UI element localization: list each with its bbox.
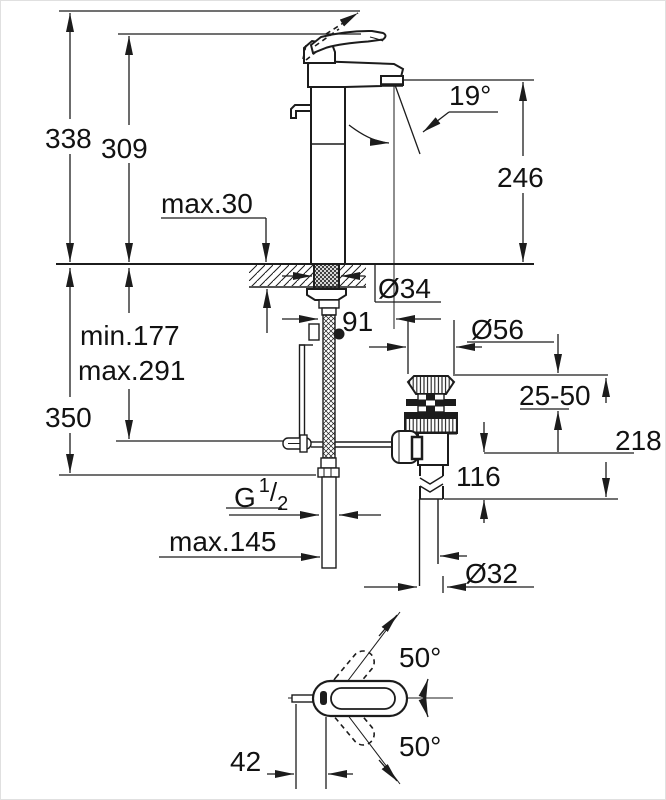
waste-flange [404, 412, 458, 418]
handle-pin [291, 694, 314, 703]
handle-plan-geometry [288, 611, 453, 785]
side-view: 338 309 max.30 246 19° [45, 10, 662, 593]
hose-hex-nut [317, 467, 340, 478]
dim-lift-range: 25-50 [519, 380, 591, 411]
handle-logo-mark [320, 691, 327, 705]
countertop [56, 263, 534, 288]
dim-waste-lower: 116 [456, 461, 501, 492]
plan-dimensions: 50° 50° 42 [230, 614, 441, 789]
raised-handle-dashed [302, 12, 359, 60]
handle-top-view [311, 679, 409, 718]
threaded-shank [313, 263, 340, 290]
dim-hose-max: max.145 [169, 526, 276, 557]
thread-letter: G [234, 482, 256, 513]
popup-plug [406, 375, 456, 395]
dim-waste-upper: 218 [615, 425, 662, 456]
dim-rod-max: max.291 [78, 355, 185, 386]
dimensions: 338 309 max.30 246 19° [45, 10, 662, 593]
thread-slash: / [270, 477, 278, 507]
faucet-body [290, 12, 405, 265]
dim-flange-diameter: Ø56 [471, 314, 524, 345]
dim-pipe-diameter: Ø32 [465, 558, 518, 589]
popup-knob [290, 104, 312, 119]
rod-ball-joint [333, 328, 345, 340]
plan-view: 50° 50° 42 [230, 611, 453, 789]
dim-spout-angle: 19° [449, 80, 491, 111]
dim-swivel-bottom: 50° [399, 731, 441, 762]
dim-body-height: 309 [101, 133, 148, 164]
dim-spout-height: 246 [497, 162, 544, 193]
g-half-thread-tube [321, 476, 337, 569]
hose-guide [308, 323, 320, 341]
thread-denominator: 2 [277, 493, 288, 515]
horizontal-rod [282, 434, 399, 453]
waste-tailpipe [418, 465, 445, 586]
dim-hose-drop: 350 [45, 402, 92, 433]
thread-numerator: 1 [259, 475, 270, 497]
dim-reach: 91 [342, 306, 373, 337]
faucet-column [310, 78, 346, 265]
dim-rod-min: min.177 [80, 320, 180, 351]
dim-handle-length: 42 [230, 746, 261, 777]
mounting-nut [306, 288, 347, 301]
popup-waste [391, 375, 458, 586]
under-counter-parts [282, 263, 399, 569]
supply-hose [322, 314, 336, 459]
pull-rod [298, 344, 306, 442]
dim-deck-thickness: max.30 [161, 188, 253, 219]
lever-handle [309, 29, 387, 55]
dim-swivel-top: 50° [399, 642, 441, 673]
dim-total-height: 338 [45, 123, 92, 154]
dim-hole-diameter: Ø34 [378, 273, 431, 304]
